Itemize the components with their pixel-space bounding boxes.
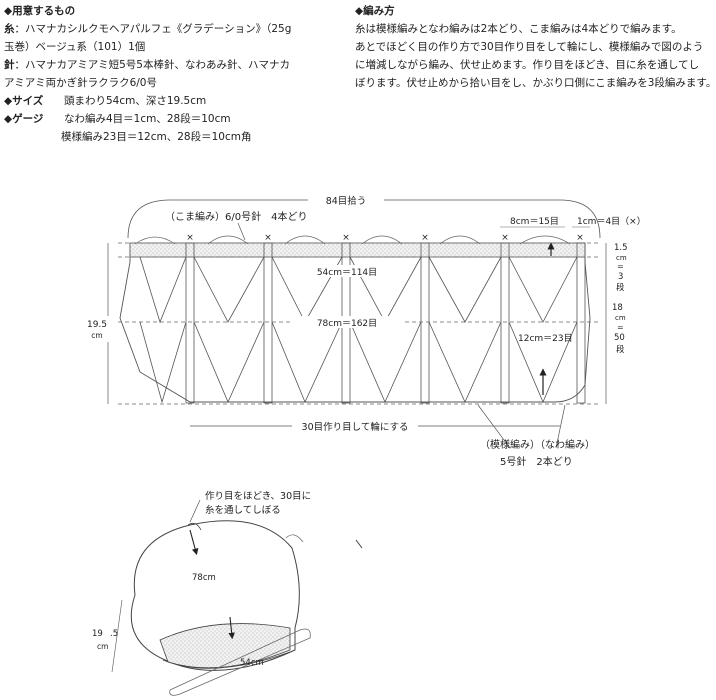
top-pick-label: 84目拾う <box>326 195 367 207</box>
method-line-3: に増減しながら編み、伏せ止めます。作り目をほどき、目に糸を通してし <box>355 59 700 71</box>
materials-heading: ◆用意するもの <box>4 5 76 17</box>
gather-note-2: 糸を通してしぼる <box>205 504 281 516</box>
edge-height-unit: cm <box>616 254 627 262</box>
hat-depth-unit: cm <box>97 642 108 651</box>
method-block: ◆編み方 糸は模様編みとなわ編みは2本どり、こま編みは4本どりで編みます。 あと… <box>355 2 716 92</box>
pattern-label: （模様編み）（なわ編み） <box>480 438 595 451</box>
decrease-mark: × <box>421 233 429 243</box>
scallops <box>134 235 571 245</box>
decrease-mark: × <box>186 233 194 243</box>
method-line-1: 糸は模様編みとなわ編みは2本どり、こま編みは4本どりで編みます。 <box>355 23 682 35</box>
size-heading: ◆サイズ <box>4 95 44 107</box>
method-heading: ◆編み方 <box>355 5 395 17</box>
hat-crown <box>133 520 300 629</box>
edging-band <box>129 242 586 258</box>
decrease-mark: × <box>342 233 350 243</box>
label-78cm: 78cm＝162目 <box>317 318 377 329</box>
hat-depth: 19 <box>92 629 103 639</box>
body-rows: 50 <box>614 333 625 343</box>
cast-on-label: 30目作り目して輪にする <box>302 421 409 433</box>
size-value: 頭まわり54cm、深さ19.5cm <box>64 95 207 107</box>
body-rows-unit: 段 <box>616 344 625 355</box>
edge-equals: = <box>617 262 624 271</box>
method-line-2: あとでほどく目の作り方で30目作り目をして輪にし、模様編みで図のよう <box>355 41 704 53</box>
method-line-4: ぼります。伏せ止めから拾い目をし、かぶり口側にこま編みを3段編みます。 <box>355 77 716 89</box>
edge-rows-unit: 段 <box>616 282 625 293</box>
height-unit: cm <box>91 331 102 340</box>
hat-brim <box>159 623 291 669</box>
body-height-unit: cm <box>615 314 626 322</box>
knitting-diagram: 84目拾う （こま編み）6/0号針 4本どり 8cm＝15目 1cm＝4目（×）… <box>86 193 646 696</box>
label-1cm: 1cm＝4目（×） <box>577 216 646 227</box>
edge-label: （こま編み）6/0号針 4本どり <box>165 210 307 223</box>
gauge-heading: ◆ゲージ <box>4 113 44 125</box>
gauge-line-1: なわ編み4目＝1cm、28段＝10cm <box>64 113 231 125</box>
gauge-line-2: 模様編み23目＝12cm、28段＝10cm角 <box>61 131 252 143</box>
label-12cm: 12cm＝23目 <box>518 333 573 344</box>
label-8cm: 8cm＝15目 <box>510 216 559 227</box>
edge-rows: 3 <box>618 272 623 282</box>
yarn-text-2: 玉巻）ベージュ系（101）1個 <box>4 41 146 53</box>
decrease-mark: × <box>501 233 509 243</box>
yarn-label: 糸 <box>4 23 15 35</box>
hat-depth-decimal: .5 <box>110 629 118 639</box>
decrease-mark: × <box>264 233 272 243</box>
body-equals: = <box>617 323 624 332</box>
decrease-mark: × <box>576 233 584 243</box>
pattern-panels <box>139 256 578 404</box>
pattern-needle: 5号針 2本どり <box>500 455 573 468</box>
needle-label: 針 <box>4 59 15 71</box>
hat-circumference: 78cm <box>192 573 216 583</box>
hat-opening: 54cm <box>240 658 264 668</box>
label-54cm: 54cm＝114目 <box>317 267 377 278</box>
materials-block: ◆用意するもの 糸：ハマナカシルクモヘアパルフェ《グラデーション》（25g 玉巻… <box>4 2 349 146</box>
needle-text-2: アミアミ両かぎ針ラクラク6/0号 <box>4 77 157 89</box>
needle-text: ：ハマナカアミアミ短5号5本棒針、なわあみ針、ハマナカ <box>14 59 290 71</box>
body-height: 18 <box>612 303 623 313</box>
edge-height: 1.5 <box>614 243 628 253</box>
height-number: 19.5 <box>87 320 107 330</box>
gather-note-1: 作り目をほどき、30目に <box>205 490 311 502</box>
yarn-text: ：ハマナカシルクモヘアパルフェ《グラデーション》（25g <box>14 23 292 35</box>
